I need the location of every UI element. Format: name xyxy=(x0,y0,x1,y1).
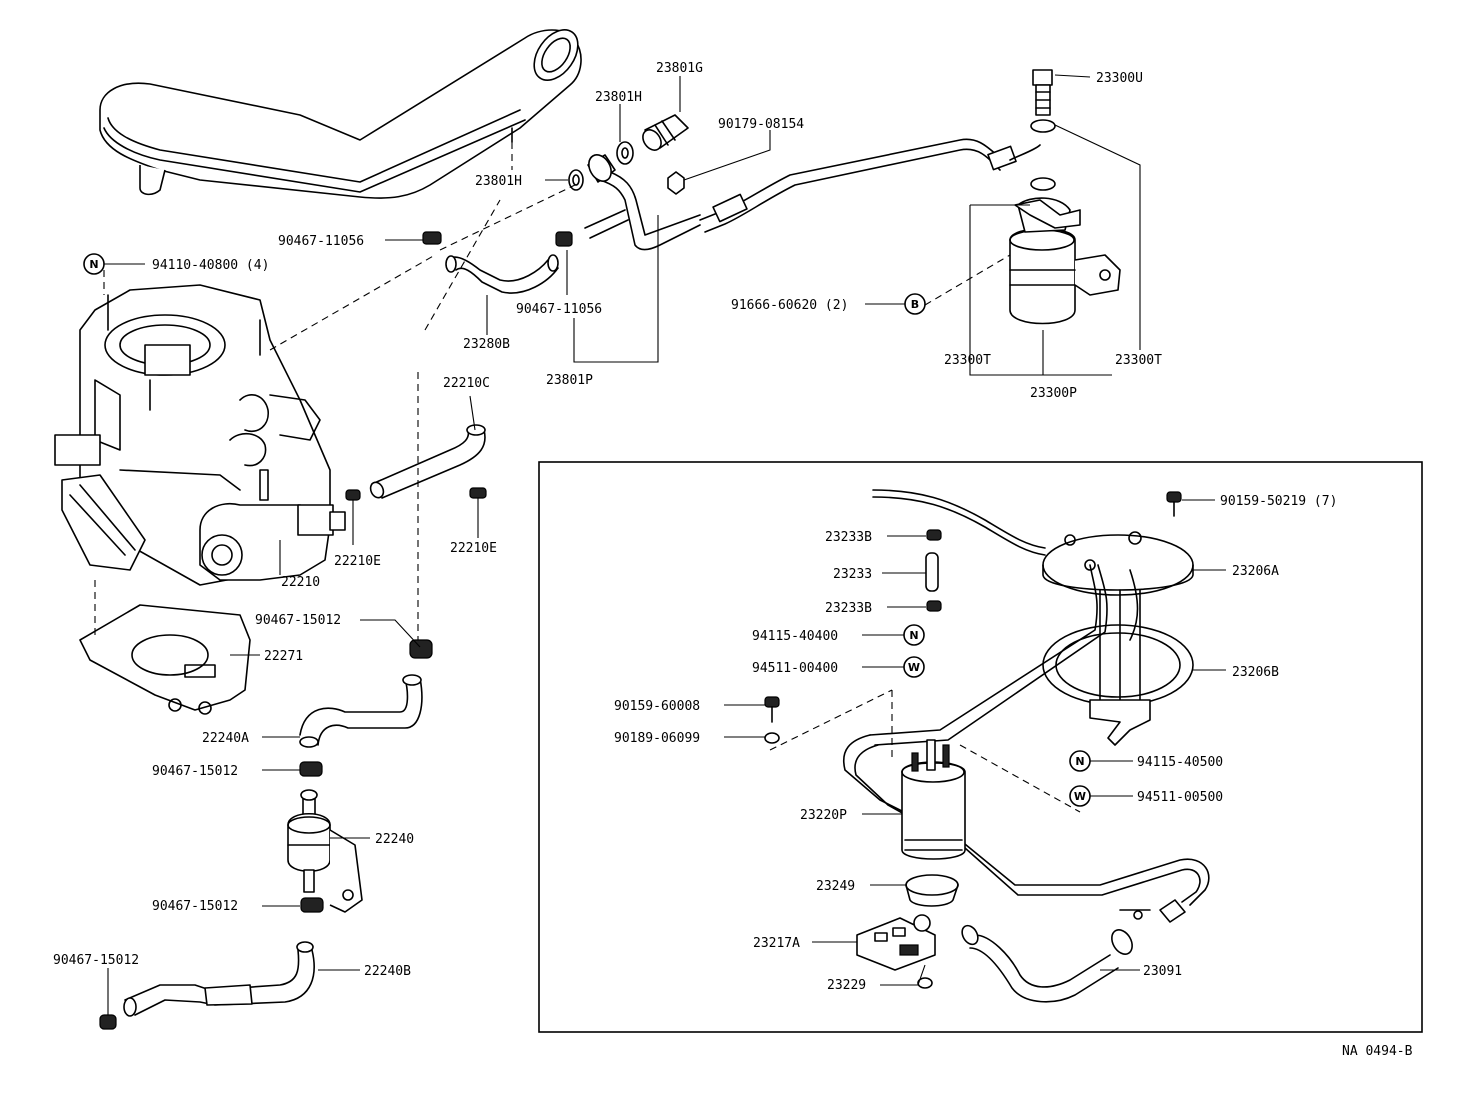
svg-text:N: N xyxy=(89,258,98,271)
badge-n-94115-40500: N xyxy=(1069,750,1091,772)
label-23300p: 23300P xyxy=(1030,386,1077,401)
label-22240a: 22240A xyxy=(202,731,249,746)
svg-text:N: N xyxy=(1075,755,1084,768)
badge-b-91666: B xyxy=(904,293,926,315)
vacuum-valve-22240 xyxy=(287,789,363,913)
label-23091: 23091 xyxy=(1143,964,1182,979)
label-22210e-b: 22210E xyxy=(450,541,497,556)
label-90467-15012-c: 90467-15012 xyxy=(152,899,238,914)
leader-lines xyxy=(104,74,1226,1015)
label-22210e-a: 22210E xyxy=(334,554,381,569)
label-23801h: 23801H xyxy=(475,174,522,189)
badge-n-94110: N xyxy=(83,253,105,275)
svg-text:W: W xyxy=(1074,790,1086,803)
badge-n-94115-40400: N xyxy=(903,624,925,646)
fuel-filter-23300p xyxy=(924,69,1121,325)
hose-23233 xyxy=(925,529,942,612)
label-23217a: 23217A xyxy=(753,936,800,951)
pump-cushion-23249 xyxy=(905,874,959,907)
svg-text:W: W xyxy=(908,661,920,674)
bolt-90179-08154 xyxy=(667,171,685,195)
label-90189-06099: 90189-06099 xyxy=(614,731,700,746)
label-94115-40500: 94115-40500 xyxy=(1137,755,1223,770)
fuel-pipe-23801p xyxy=(584,138,1041,251)
hose-clamp-90467-11056 xyxy=(422,231,573,247)
hose-22210c xyxy=(369,424,486,499)
label-23220p: 23220P xyxy=(800,808,847,823)
air-intake-duct xyxy=(99,29,582,199)
fuel-hose-23091 xyxy=(961,924,1133,1003)
union-bolt-23801g xyxy=(642,114,689,151)
label-94110-40800: 94110-40800 (4) xyxy=(152,258,269,273)
part-labels: 23801G 23801H 23801H 90179-08154 23300U … xyxy=(53,61,1413,1059)
screw-90159 xyxy=(764,491,1182,744)
label-23300u: 23300U xyxy=(1096,71,1143,86)
label-90159-60008: 90159-60008 xyxy=(614,699,700,714)
fuel-tank-unit-frame xyxy=(538,461,1423,1033)
label-22210: 22210 xyxy=(281,575,320,590)
label-22210c: 22210C xyxy=(443,376,490,391)
fuel-sender-gauge xyxy=(843,489,1210,923)
label-23233b-b: 23233B xyxy=(825,601,872,616)
label-90467-15012-a: 90467-15012 xyxy=(255,613,341,628)
label-90159-50219: 90159-50219 (7) xyxy=(1220,494,1337,509)
label-94115-40400: 94115-40400 xyxy=(752,629,838,644)
label-23206a: 23206A xyxy=(1232,564,1279,579)
label-22240: 22240 xyxy=(375,832,414,847)
alignment-lines xyxy=(269,184,1081,813)
union-fitting xyxy=(587,154,616,183)
label-23801g: 23801G xyxy=(656,61,703,76)
fuel-pump-filter-23217a xyxy=(856,914,936,971)
label-94511-00500: 94511-00500 xyxy=(1137,790,1223,805)
vacuum-hose-22240a xyxy=(299,674,423,748)
label-90467-15012-b: 90467-15012 xyxy=(152,764,238,779)
union-gasket-23801h xyxy=(568,141,634,191)
label-23300t-left: 23300T xyxy=(944,353,991,368)
label-23229: 23229 xyxy=(827,978,866,993)
label-22271: 22271 xyxy=(264,649,303,664)
carburetor-gasket xyxy=(79,580,251,715)
badge-w-94511-00500: W xyxy=(1069,785,1091,807)
svg-text:B: B xyxy=(911,298,919,311)
label-91666-60620: 91666-60620 (2) xyxy=(731,298,848,313)
label-23801h-top: 23801H xyxy=(595,90,642,105)
label-23280b: 23280B xyxy=(463,337,510,352)
svg-text:N: N xyxy=(909,629,918,642)
label-23300t-right: 23300T xyxy=(1115,353,1162,368)
label-90179-08154: 90179-08154 xyxy=(718,117,804,132)
clip-23229 xyxy=(917,977,933,989)
carburetor-assembly xyxy=(54,270,346,586)
clamp-90467-15012 xyxy=(99,372,433,1030)
badge-w-94511-00400: W xyxy=(903,656,925,678)
label-22240b: 22240B xyxy=(364,964,411,979)
label-90467-15012-d: 90467-15012 xyxy=(53,953,139,968)
fuel-pump-23220p xyxy=(901,739,966,860)
label-23233b-a: 23233B xyxy=(825,530,872,545)
hose-23280b xyxy=(445,254,559,335)
clamp-22210e-left xyxy=(345,489,361,545)
label-23801p: 23801P xyxy=(546,373,593,388)
label-23206b: 23206B xyxy=(1232,665,1279,680)
label-23233: 23233 xyxy=(833,567,872,582)
label-23249: 23249 xyxy=(816,879,855,894)
label-90467-11056-a: 90467-11056 xyxy=(278,234,364,249)
label-90467-11056-b: 90467-11056 xyxy=(516,302,602,317)
vacuum-hose-22240b xyxy=(123,941,315,1017)
label-94511-00400: 94511-00400 xyxy=(752,661,838,676)
drawing-code: NA 0494-B xyxy=(1342,1044,1413,1059)
clamp-22210e-right xyxy=(469,487,487,538)
